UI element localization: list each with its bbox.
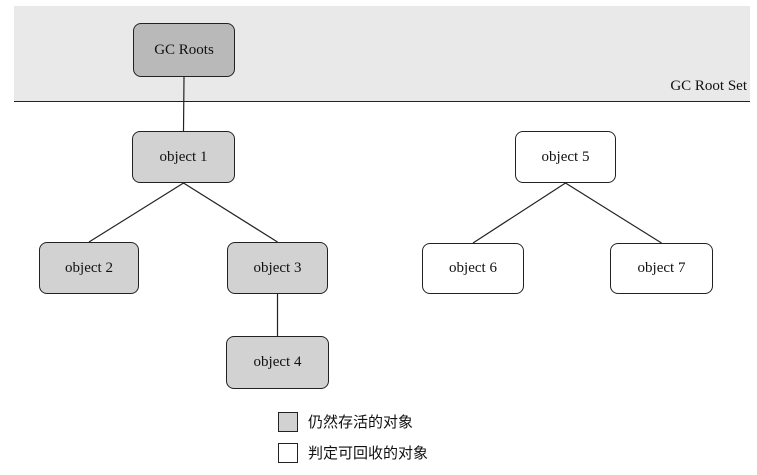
node-object-4: object 4: [226, 336, 329, 389]
node-object-6: object 6: [422, 243, 524, 294]
legend-item-alive: 仍然存活的对象: [278, 411, 413, 432]
edge-gc-roots-to-object-1: [182, 76, 185, 132]
legend-item-dead: 判定可回收的对象: [278, 442, 428, 463]
edge-object-5-to-object-6: [472, 182, 566, 244]
gc-root-set-boundary: [14, 101, 750, 102]
legend-swatch-alive: [278, 411, 298, 432]
node-gc-roots: GC Roots: [133, 23, 235, 77]
edge-object-1-to-object-3: [183, 182, 278, 243]
edge-object-1-to-object-2: [88, 182, 184, 243]
legend-swatch-dead: [278, 442, 298, 463]
node-object-7: object 7: [610, 243, 713, 294]
legend-label-alive: 仍然存活的对象: [308, 413, 414, 431]
node-object-2: object 2: [39, 242, 139, 294]
gc-root-set-label: GC Root Set: [670, 78, 747, 94]
node-object-5: object 5: [515, 131, 616, 183]
legend-label-dead: 判定可回收的对象: [308, 444, 429, 462]
node-object-3: object 3: [227, 242, 328, 294]
edge-object-5-to-object-7: [565, 182, 662, 244]
node-object-1: object 1: [132, 131, 235, 183]
